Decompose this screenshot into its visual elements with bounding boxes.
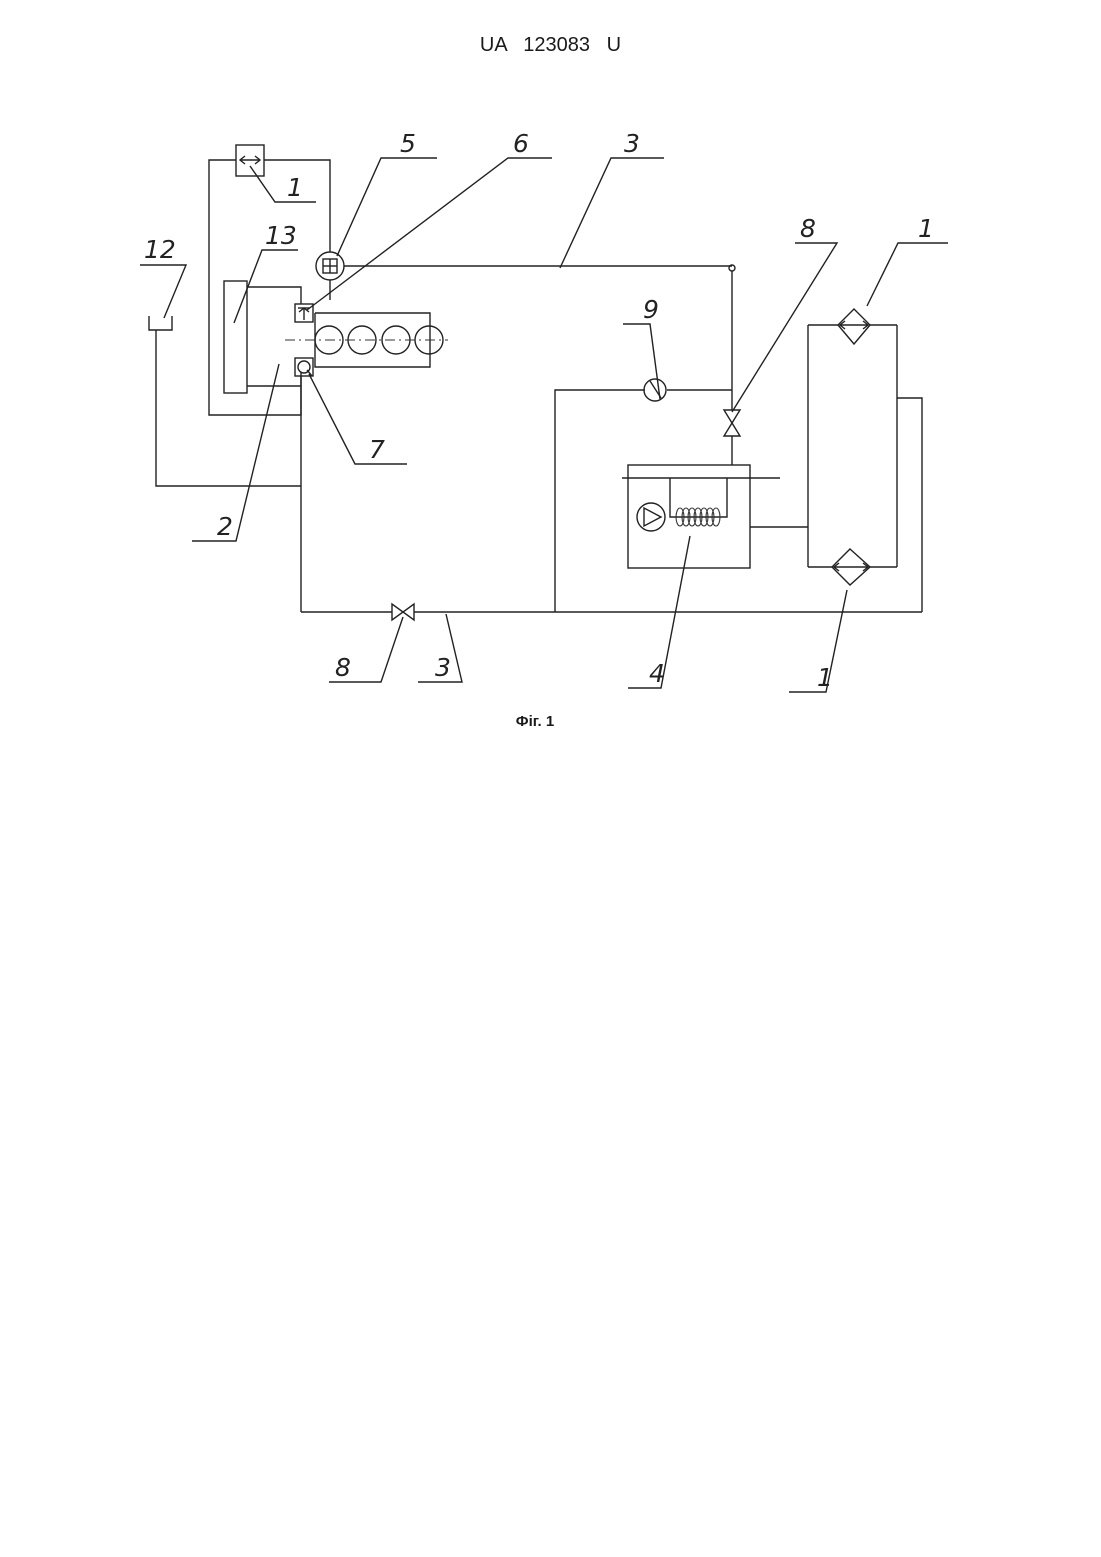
heat-exchanger-1-top [236,145,264,176]
label-8-bottom: 8 [335,653,351,682]
label-12: 12 [144,235,176,264]
label-5: 5 [400,129,416,158]
pipeline-3 [156,265,922,612]
label-3-top: 3 [624,129,640,158]
label-1-right-top: 1 [918,214,934,243]
label-13: 13 [265,221,297,250]
engine-block [285,313,448,367]
sensor-5 [316,252,344,280]
heating-unit-4 [622,465,808,568]
heat-exchanger-1-right-bottom [832,549,870,585]
check-valve-9 [643,379,666,401]
symbol-12 [149,316,172,330]
label-2: 2 [217,512,233,541]
label-9: 9 [643,295,659,324]
label-1-bottom: 1 [817,663,833,692]
label-1-top: 1 [287,173,303,202]
figure-caption: Фіг. 1 [0,713,1070,730]
label-4: 4 [649,659,665,688]
valve-8-right [724,410,740,436]
label-8-right: 8 [800,214,816,243]
expansion-tank-13 [224,281,301,393]
right-loop [808,325,897,567]
heat-exchanger-1-right-top [838,309,870,344]
label-7: 7 [369,435,385,464]
pump-7 [295,358,313,376]
label-6: 6 [513,129,529,158]
callout-labels: 1 5 6 3 8 1 13 12 9 7 2 8 3 4 1 [144,129,934,692]
label-3-bottom: 3 [435,653,451,682]
